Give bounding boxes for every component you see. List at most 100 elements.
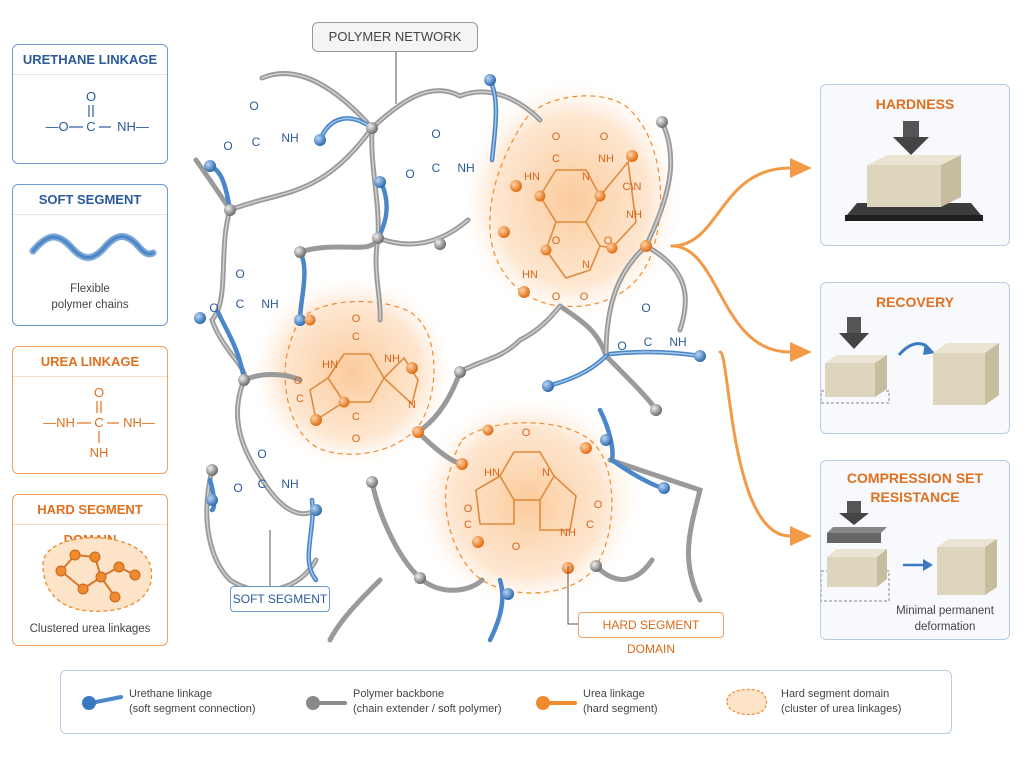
urethane-o: O [86,89,96,104]
compression-title-1: COMPRESSION SET [846,470,984,486]
ring3-nh: NH [560,527,576,539]
hard-domain-labels: O O C NH HN N C\N NH O O HN N O O O C HN… [294,131,642,553]
ring1-nh2: NH [626,209,642,221]
hard-domain-caption: Clustered urea linkages [29,623,151,635]
ring1-hn2: HN [522,269,538,281]
urethane-group-1: O O C NH [223,99,298,153]
urethane-formula: O —O C NH— [45,89,149,134]
urea-nodes [304,150,652,574]
svg-text:NH: NH [669,335,686,349]
urethane-left: —O [45,119,68,134]
orange-node-icon [536,696,577,710]
recovery-card: RECOVERY [820,282,1010,434]
backbone-nodes [206,116,668,584]
urethane-group-4: O O C NH [617,301,686,353]
compression-set-icon [821,501,997,602]
svg-text:C: C [644,335,653,349]
legend-domain-label: Hard segment domain [781,688,890,700]
legend: Urethane linkage (soft segment connectio… [60,670,952,734]
recovery-title: RECOVERY [875,294,955,310]
compression-set-card: COMPRESSION SET RESISTANCE Minimal perma… [820,460,1010,640]
svg-text:O: O [257,447,266,461]
svg-text:O: O [209,301,218,315]
urea-bottom: NH [90,445,109,460]
polymer-network-label: POLYMER NETWORK [312,22,478,52]
svg-text:C: C [258,477,267,491]
urethane-group-3: O O C NH [209,267,278,315]
ring1-c: C [552,153,560,165]
urea-linkage-card: UREA LINKAGE O —NH C NH— NH [12,346,168,474]
svg-text:NH: NH [261,297,278,311]
ring2-c: C [352,331,360,343]
svg-text:O: O [235,267,244,281]
ring1-o4: O [580,291,589,303]
svg-text:C: C [236,297,245,311]
compression-caption-1: Minimal permanent [896,605,994,617]
callout-leaders [269,52,578,625]
urethane-labels: O O C NH O O C NH O O C NH O O C NH O O … [209,99,686,495]
soft-segment-caption-2: polymer chains [51,299,129,311]
urethane-linkage-card: URETHANE LINKAGE O —O C NH— [12,44,168,164]
svg-text:NH: NH [457,161,474,175]
legend-urea-label: Urea linkage [583,688,645,700]
hardness-press-icon [845,121,983,221]
ring2-o3: O [352,433,361,445]
urea-o: O [94,385,104,400]
ring1-n2: N [582,259,590,271]
ring1-o-top2: O [600,131,609,143]
recovery-icon [821,317,999,405]
ring3-c2: C [586,519,594,531]
ring1-n: N [582,171,590,183]
svg-text:NH: NH [281,477,298,491]
svg-text:C: C [252,135,261,149]
ring2-nh: NH [384,353,400,365]
ring2-c2: C [296,393,304,405]
svg-text:O: O [405,167,414,181]
urea-right: NH— [123,415,155,430]
ring1-hn: HN [524,171,540,183]
svg-text:O: O [617,339,626,353]
soft-segment-card: SOFT SEGMENT Flexible polymer chains [12,184,168,326]
hardness-card: HARDNESS [820,84,1010,246]
urethane-linkage-title: URETHANE LINKAGE [13,45,167,75]
svg-text:NH: NH [281,131,298,145]
hard-segment-domain-callout: HARD SEGMENT DOMAIN [578,612,724,656]
soft-segment-wave-icon [29,233,157,261]
legend-backbone-label: Polymer backbone [353,688,445,700]
ring1-o3: O [552,291,561,303]
soft-segment-caption-1: Flexible [70,283,110,295]
ring3-o4: O [594,499,603,511]
ring2-hn: HN [322,359,338,371]
ring1-nh: NH [598,153,614,165]
hard-segment-domain-card: HARD SEGMENT DOMAIN Clustered urea linka… [12,494,168,646]
urea-left: —NH [43,415,75,430]
svg-text:O: O [233,481,242,495]
urea-c: C [94,415,103,430]
ring3-o2: O [464,503,473,515]
ring1-o2: O [604,235,613,247]
svg-text:O: O [431,127,440,141]
blue-node-icon [82,695,123,710]
ring3-o: O [522,427,531,439]
urethane-nh: NH— [117,119,149,134]
property-arrows [670,166,792,538]
legend-urea-sub: (hard segment) [583,703,658,715]
grey-node-icon [306,696,347,710]
compression-title-2: RESISTANCE [870,489,960,505]
ring1-o-top: O [552,131,561,143]
hard-domain-cluster-icon [42,537,153,612]
svg-text:O: O [223,139,232,153]
legend-urethane-label: Urethane linkage [129,688,213,700]
dashed-domain-icon [726,688,768,715]
ring3-c: C [464,519,472,531]
ring2-n: N [408,399,416,411]
property-arrowheads [790,158,812,546]
svg-text:C: C [432,161,441,175]
ring3-n: N [542,467,550,479]
ring3-hn: HN [484,467,500,479]
ring1-cn: C\N [623,181,642,193]
hardness-title: HARDNESS [875,96,955,112]
ring2-o2: O [294,375,303,387]
ring2-c3: C [352,411,360,423]
